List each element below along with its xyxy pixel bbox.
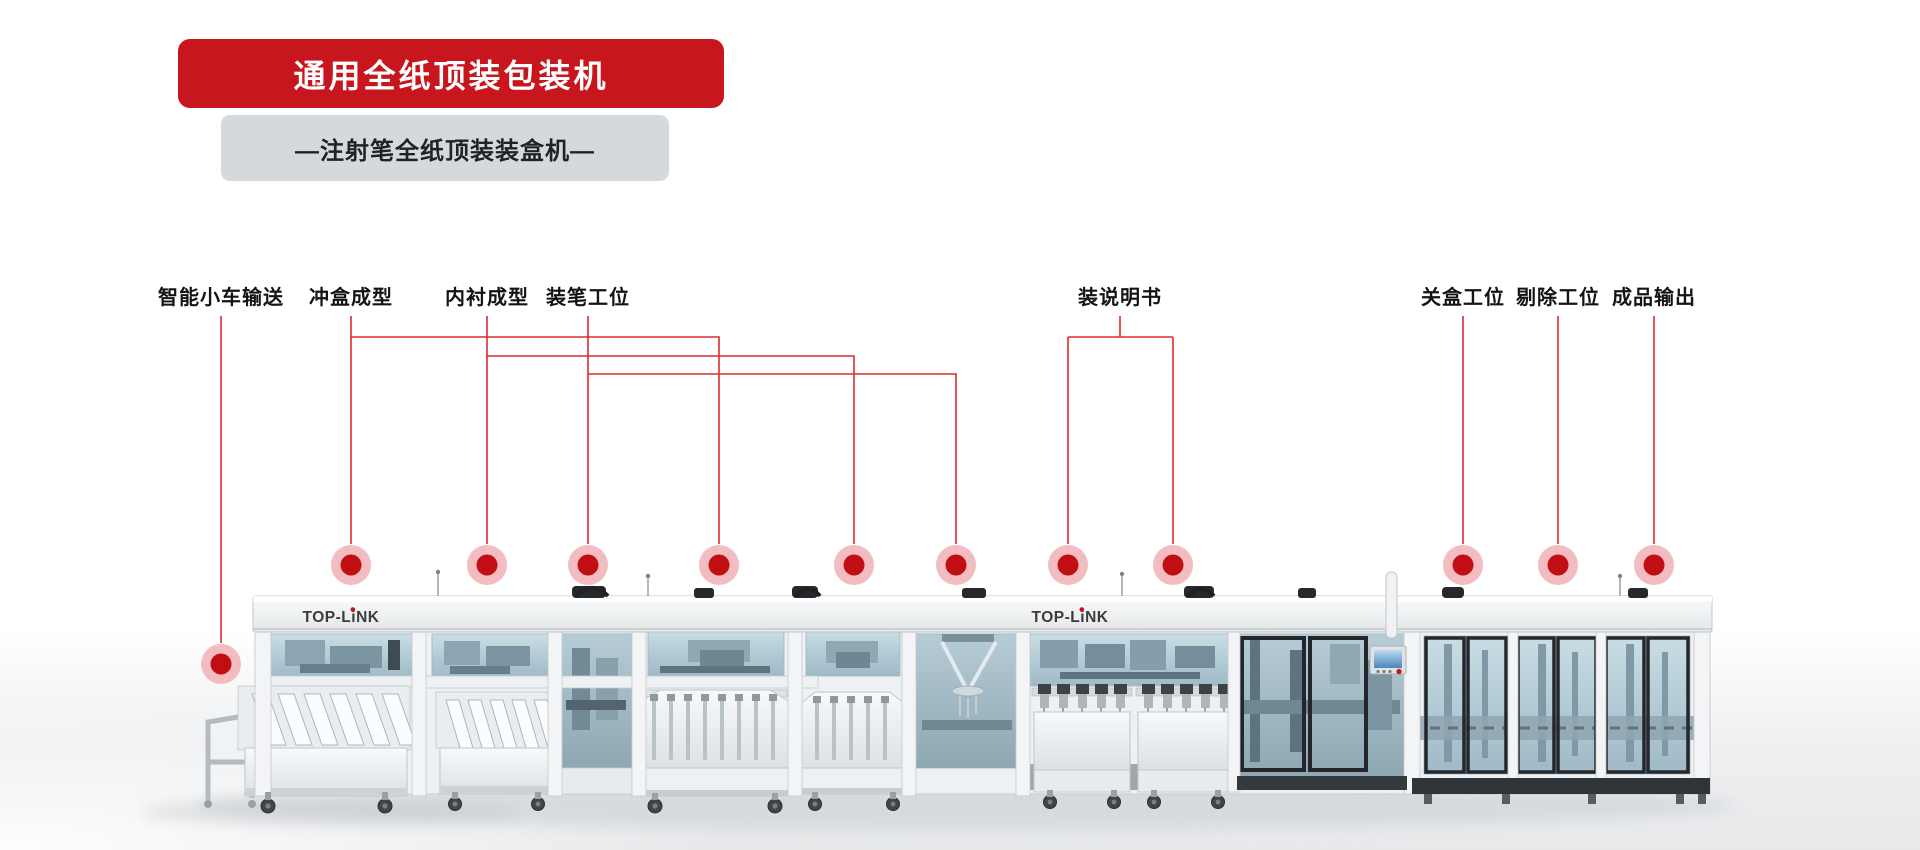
subtitle-banner: —注射笔全纸顶装装盒机—: [221, 115, 669, 181]
line-box-forming-branch: [351, 336, 720, 544]
station-dot-box-forming-2: [708, 554, 730, 576]
station-dot-box-closing: [1452, 554, 1474, 576]
emergency-stop-button: [1396, 668, 1402, 675]
glass-panels: [269, 629, 1708, 795]
hmi-screen: [1369, 571, 1407, 675]
station-label-box-closing: 关盒工位: [1421, 287, 1505, 309]
brand-i-dot: [350, 607, 356, 612]
station-dot-leaflet-2: [1162, 554, 1184, 576]
station-label-box-forming: 冲盒成型: [309, 287, 393, 309]
station-dot-liner-forming: [476, 554, 498, 576]
svg-text:TOP-LiNK: TOP-LiNK: [303, 609, 380, 626]
brand-i-dot: [1079, 607, 1085, 612]
title-banner: 通用全纸顶装包装机: [178, 39, 724, 108]
station-dot-box-forming: [340, 554, 362, 576]
pen-fixture-cart-1: [639, 689, 791, 797]
pen-fixture-cart-2: [799, 691, 906, 795]
station-label-rejection: 剔除工位: [1516, 287, 1600, 309]
callout-dots-inner: [210, 554, 1665, 675]
brand-logo-center: TOP-LiNK: [1032, 607, 1109, 626]
nozzle-cabinet-1: [1030, 684, 1236, 793]
station-dot-smart-cart: [210, 653, 232, 675]
station-label-liner-forming: 内衬成型: [445, 287, 529, 309]
station-dot-pen-loading: [577, 554, 599, 576]
svg-text:TOP-LiNK: TOP-LiNK: [1032, 609, 1109, 626]
machine-top-band: [252, 595, 1713, 633]
door-modules: [1420, 635, 1708, 775]
delta-robot-window: [915, 633, 1019, 769]
page-subtitle: —注射笔全纸顶装装盒机—: [295, 137, 595, 165]
callout-lines: [220, 316, 1655, 643]
station-label-leaflet: 装说明书: [1078, 287, 1162, 309]
brand-logo-left: TOP-LiNK: [303, 607, 380, 626]
station-dot-output: [1643, 554, 1665, 576]
station-label-output: 成品输出: [1612, 287, 1696, 309]
line-liner-forming-branch: [487, 355, 855, 544]
station-label-smart-cart: 智能小车输送: [158, 287, 284, 309]
top-accessories: [435, 569, 1648, 598]
line-pen-loading-branch: [588, 373, 957, 544]
line-leaflet: [1067, 316, 1174, 544]
station-dot-liner-forming-2: [843, 554, 865, 576]
nozzle-cabinet-2: [1135, 684, 1237, 793]
station-label-pen-loading: 装笔工位: [546, 287, 630, 309]
base-rail: [1237, 776, 1710, 804]
station-dot-pen-loading-2: [945, 554, 967, 576]
casters: [260, 790, 1225, 814]
station-dot-leaflet-1: [1057, 554, 1079, 576]
page-title: 通用全纸顶装包装机: [293, 57, 609, 94]
station-dot-rejection: [1547, 554, 1569, 576]
